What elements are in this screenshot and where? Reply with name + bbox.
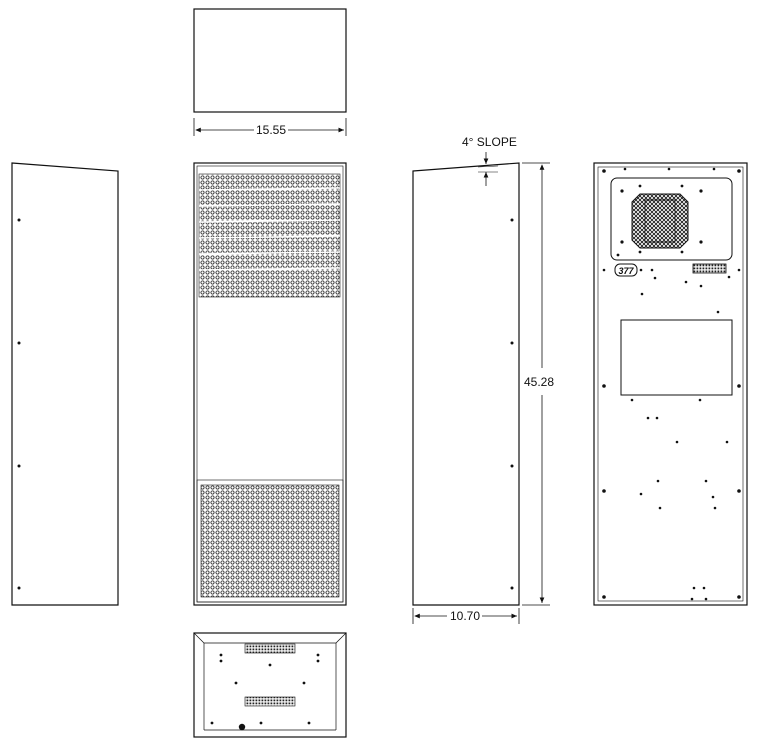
right-side-view bbox=[412, 162, 520, 606]
width-dimension: 15.55 bbox=[193, 118, 347, 137]
left-side-view bbox=[11, 162, 119, 606]
height-dimension: 45.28 bbox=[522, 162, 554, 606]
terminal-connector bbox=[692, 263, 727, 274]
slope-callout: 4° SLOPE bbox=[462, 135, 517, 186]
bottom-vent-lower bbox=[244, 696, 296, 707]
upper-grille bbox=[198, 173, 341, 298]
depth-dimension: 10.70 bbox=[412, 608, 520, 624]
lower-grille bbox=[196, 479, 344, 603]
rear-view: 377 bbox=[593, 162, 748, 606]
height-dimension-label: 45.28 bbox=[524, 375, 554, 389]
slope-label: 4° SLOPE bbox=[462, 135, 517, 149]
access-panel bbox=[620, 319, 733, 396]
bottom-view bbox=[193, 632, 347, 738]
bottom-vent-upper bbox=[244, 643, 296, 654]
fan-housing bbox=[610, 177, 733, 261]
rating-badge-label: 377 bbox=[618, 266, 634, 276]
width-dimension-label: 15.55 bbox=[256, 123, 286, 137]
depth-dimension-label: 10.70 bbox=[450, 609, 480, 623]
top-view bbox=[193, 8, 347, 113]
rating-badge: 377 bbox=[614, 263, 638, 277]
front-view bbox=[193, 162, 347, 606]
